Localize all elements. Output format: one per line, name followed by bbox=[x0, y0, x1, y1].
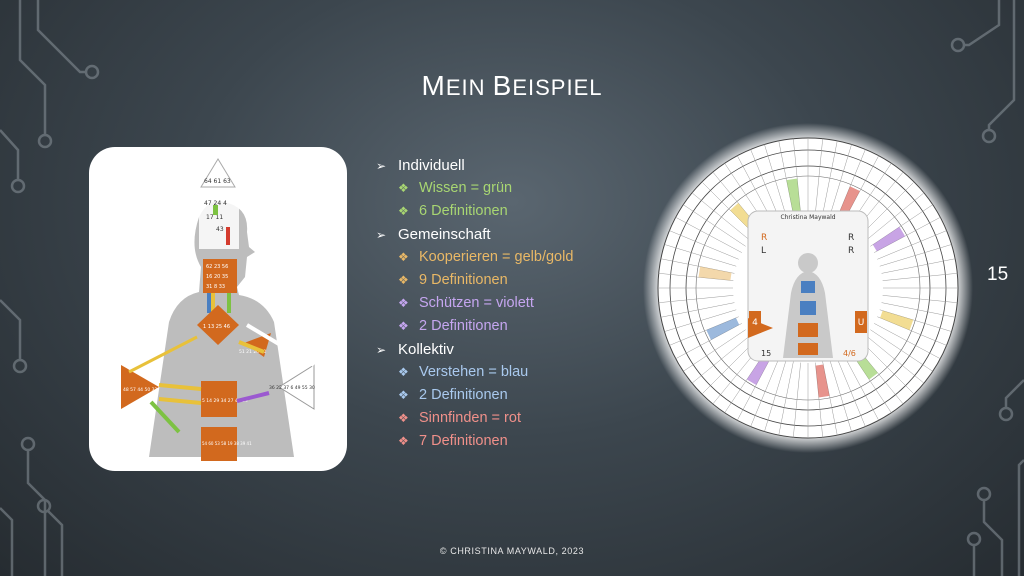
slide-title: MEIN BEISPIEL bbox=[0, 70, 1024, 102]
gate-43: 43 bbox=[216, 226, 224, 233]
diamond-bullet-icon: ❖ bbox=[398, 365, 409, 379]
bullet-text: Kollektiv bbox=[398, 341, 454, 358]
diamond-bullet-icon: ❖ bbox=[398, 181, 409, 195]
wheel-corner-left: 4 bbox=[752, 318, 758, 328]
throat-gates-top: 17 11 bbox=[206, 214, 223, 221]
wheel-mark-r-right-1: R bbox=[848, 233, 854, 243]
wheel-mark-r-right-2: R bbox=[848, 246, 854, 256]
title-rest-1: EIN bbox=[445, 75, 493, 100]
bullet-text: Schützen = violett bbox=[419, 295, 534, 311]
wheel-name: Christina Maywald bbox=[780, 214, 835, 221]
bullet-list: ➢ Individuell ❖ Wissen = grün ❖ 6 Definitione… bbox=[376, 154, 656, 453]
diamond-bullet-icon: ❖ bbox=[398, 434, 409, 448]
bullet-item: ❖ Sinnfinden = rot bbox=[376, 407, 656, 430]
spleen-center-gates: 48 57 44 50 32 bbox=[123, 387, 157, 393]
wheel-profile: 4/6 bbox=[843, 349, 856, 358]
bullet-text: 7 Definitionen bbox=[419, 433, 508, 449]
diamond-bullet-icon: ❖ bbox=[398, 273, 409, 287]
circuit-decoration-right bbox=[950, 0, 1024, 576]
wheel-mark-r-left: R bbox=[761, 233, 767, 243]
circuit-decoration-left bbox=[0, 0, 100, 576]
diamond-bullet-icon: ❖ bbox=[398, 411, 409, 425]
bullet-text: Kooperieren = gelb/gold bbox=[419, 249, 574, 265]
bullet-item: ❖ Wissen = grün bbox=[376, 177, 656, 200]
wheel-highlight-segment bbox=[815, 364, 830, 398]
solar-plexus-gates: 36 22 37 6 49 55 30 bbox=[269, 385, 315, 391]
bullet-item: ❖ Schützen = violett bbox=[376, 292, 656, 315]
wheel-corner-right: U bbox=[858, 318, 865, 328]
wheel-highlight-segment bbox=[872, 226, 906, 252]
bullet-text: 2 Definitionen bbox=[419, 318, 508, 334]
g-center-gates: 1 13 25 46 bbox=[203, 324, 230, 330]
title-initial-1: M bbox=[421, 70, 446, 101]
wheel-mark-l-left: L bbox=[761, 246, 766, 256]
bullet-text: Individuell bbox=[398, 157, 465, 174]
diamond-bullet-icon: ❖ bbox=[398, 250, 409, 264]
root-center-gates: 54 60 53 58 19 38 39 41 bbox=[202, 441, 252, 446]
throat-center-gates-3: 31 8 33 bbox=[206, 284, 225, 290]
diamond-bullet-icon: ❖ bbox=[398, 296, 409, 310]
bodygraph-chart: 64 61 63 47 24 4 17 11 43 62 23 56 16 20… bbox=[121, 158, 316, 461]
bullet-item: ❖ 7 Definitionen bbox=[376, 430, 656, 453]
title-rest-2: EISPIEL bbox=[512, 75, 603, 100]
bullet-item: ❖ 6 Definitionen bbox=[376, 200, 656, 223]
wheel-highlight-segment bbox=[698, 266, 732, 281]
page-number: 15 bbox=[987, 264, 1009, 285]
title-initial-2: B bbox=[492, 70, 513, 101]
bullet-text: 6 Definitionen bbox=[419, 203, 508, 219]
bullet-heading: ➢ Kollektiv bbox=[376, 338, 656, 361]
mandala-wheel-image: Christina Maywald 4 U R L R R 15 4/6 bbox=[643, 123, 973, 453]
bullet-heading: ➢ Gemeinschaft bbox=[376, 223, 656, 246]
bullet-heading: ➢ Individuell bbox=[376, 154, 656, 177]
bullet-text: 9 Definitionen bbox=[419, 272, 508, 288]
bullet-text: Gemeinschaft bbox=[398, 226, 491, 243]
wheel-highlight-segment bbox=[706, 317, 740, 340]
ego-center-gates: 51 21 26 40 bbox=[239, 349, 266, 355]
wheel-highlight-segment bbox=[880, 310, 914, 331]
bullet-item: ❖ 2 Definitionen bbox=[376, 315, 656, 338]
arrow-bullet-icon: ➢ bbox=[376, 343, 387, 357]
diamond-bullet-icon: ❖ bbox=[398, 388, 409, 402]
bullet-text: Sinnfinden = rot bbox=[419, 410, 521, 426]
diamond-bullet-icon: ❖ bbox=[398, 319, 409, 333]
bullet-item: ❖ Verstehen = blau bbox=[376, 361, 656, 384]
diamond-bullet-icon: ❖ bbox=[398, 204, 409, 218]
bodygraph-image: 64 61 63 47 24 4 17 11 43 62 23 56 16 20… bbox=[89, 147, 347, 471]
head-gates: 64 61 63 bbox=[204, 178, 231, 185]
bullet-text: Verstehen = blau bbox=[419, 364, 529, 380]
throat-center-gates-2: 16 20 35 bbox=[206, 274, 228, 280]
bullet-text: Wissen = grün bbox=[419, 180, 513, 196]
wheel-number: 15 bbox=[761, 349, 771, 358]
wheel-highlight-segment bbox=[786, 178, 801, 212]
bullet-item: ❖ 9 Definitionen bbox=[376, 269, 656, 292]
sacral-center-gates: 5 14 29 34 27 42 59 bbox=[202, 398, 248, 404]
arrow-bullet-icon: ➢ bbox=[376, 228, 387, 242]
footer-copyright: © CHRISTINA MAYWALD, 2023 bbox=[439, 546, 585, 556]
arrow-bullet-icon: ➢ bbox=[376, 159, 387, 173]
throat-center-gates: 62 23 56 bbox=[206, 264, 228, 270]
ajna-gates: 47 24 4 bbox=[204, 200, 227, 207]
bullet-item: ❖ Kooperieren = gelb/gold bbox=[376, 246, 656, 269]
bullet-item: ❖ 2 Definitionen bbox=[376, 384, 656, 407]
bullet-text: 2 Definitionen bbox=[419, 387, 508, 403]
